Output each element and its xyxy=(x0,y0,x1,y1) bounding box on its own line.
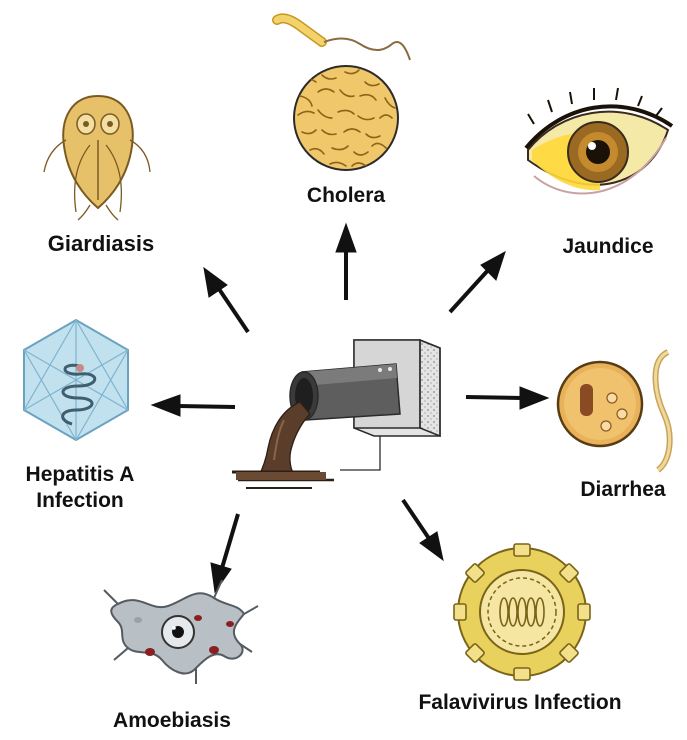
hepatitis-virus-icon xyxy=(24,320,128,440)
arrow-to-giardiasis xyxy=(204,268,248,332)
label-hepatitis-line2: Infection xyxy=(5,488,155,514)
arrow-to-cholera xyxy=(336,224,356,300)
amoeba-cell-icon xyxy=(104,580,258,684)
sewage-pipe-icon xyxy=(232,340,440,488)
cyst-microbe-icon xyxy=(558,352,670,470)
giardia-parasite-icon xyxy=(44,96,150,220)
label-giardiasis: Giardiasis xyxy=(36,231,166,258)
label-cholera: Cholera xyxy=(292,183,400,209)
arrow-to-hepatitis xyxy=(152,395,235,416)
label-amoebiasis: Amoebiasis xyxy=(102,708,242,734)
label-flavivirus: Falavivirus Infection xyxy=(392,690,648,716)
arrow-to-jaundice xyxy=(450,252,505,312)
yellow-eye-icon xyxy=(526,88,672,194)
flavivirus-particle-icon xyxy=(454,544,590,680)
label-hepatitis-a: Hepatitis A Infection xyxy=(5,462,155,513)
label-diarrhea: Diarrhea xyxy=(569,477,677,503)
arrow-to-amoebiasis xyxy=(211,514,238,592)
arrow-to-diarrhea xyxy=(466,387,548,409)
vibrio-bacterium-icon xyxy=(277,18,410,60)
label-hepatitis-line1: Hepatitis A xyxy=(5,462,155,488)
arrow-to-flavivirus xyxy=(403,500,443,560)
label-jaundice: Jaundice xyxy=(555,234,661,260)
bacteria-colony-icon xyxy=(294,66,398,170)
